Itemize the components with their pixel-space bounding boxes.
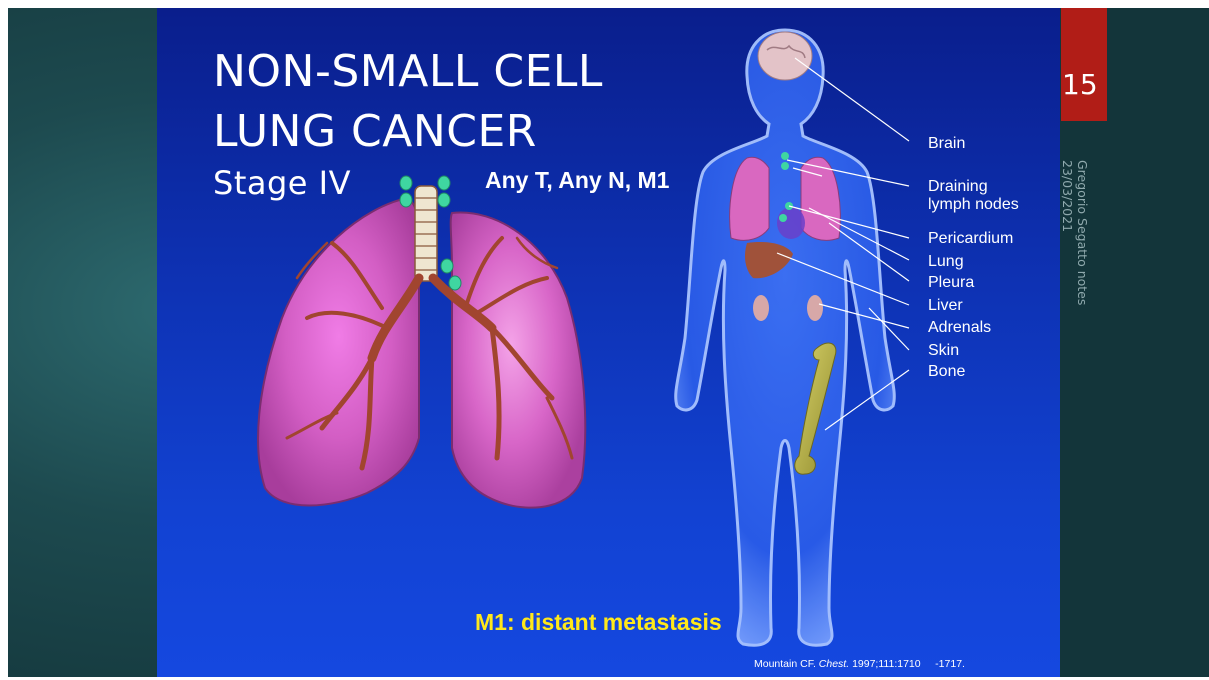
side-note-date: 23/03/2021 — [1060, 160, 1075, 305]
right-kidney — [807, 295, 823, 321]
side-note-author: Gregorio Segatto notes — [1075, 160, 1090, 305]
tnm-classification-label: Any T, Any N, M1 — [485, 167, 669, 194]
left-kidney — [753, 295, 769, 321]
side-note: Gregorio Segatto notes 23/03/2021 — [1060, 160, 1090, 305]
label-skin: Skin — [928, 342, 959, 360]
label-lymph-nodes: lymph nodes — [928, 196, 1019, 214]
body-illustration — [676, 30, 895, 645]
slide-subtitle: Stage IV — [213, 164, 351, 202]
slide-title-line-1: NON-SMALL CELL — [213, 46, 603, 97]
label-draining: Draining — [928, 178, 988, 196]
label-brain: Brain — [928, 135, 965, 153]
lungs-illustration — [258, 176, 585, 508]
heart-organ — [777, 207, 805, 239]
body-silhouette — [676, 30, 895, 645]
label-adrenals: Adrenals — [928, 319, 991, 337]
m1-caption: M1: distant metastasis — [475, 609, 722, 636]
label-pleura: Pleura — [928, 274, 974, 292]
label-lung: Lung — [928, 253, 964, 271]
page-number-badge — [1061, 8, 1107, 121]
citation-journal: Chest. — [819, 658, 849, 670]
content-panel: NON-SMALL CELL LUNG CANCER Stage IV Any … — [157, 8, 1060, 677]
left-lung — [258, 198, 419, 506]
page-number: 15 — [1062, 68, 1106, 101]
label-bone: Bone — [928, 363, 965, 381]
citation-author: Mountain CF. — [754, 658, 816, 670]
label-pericardium: Pericardium — [928, 230, 1013, 248]
slide-title-line-2: LUNG CANCER — [213, 106, 537, 157]
label-liver: Liver — [928, 297, 963, 315]
citation: Mountain CF. Chest. 1997;111:1710 -1717. — [754, 658, 965, 670]
citation-reference: 1997;111:1710 -1717. — [852, 658, 965, 670]
